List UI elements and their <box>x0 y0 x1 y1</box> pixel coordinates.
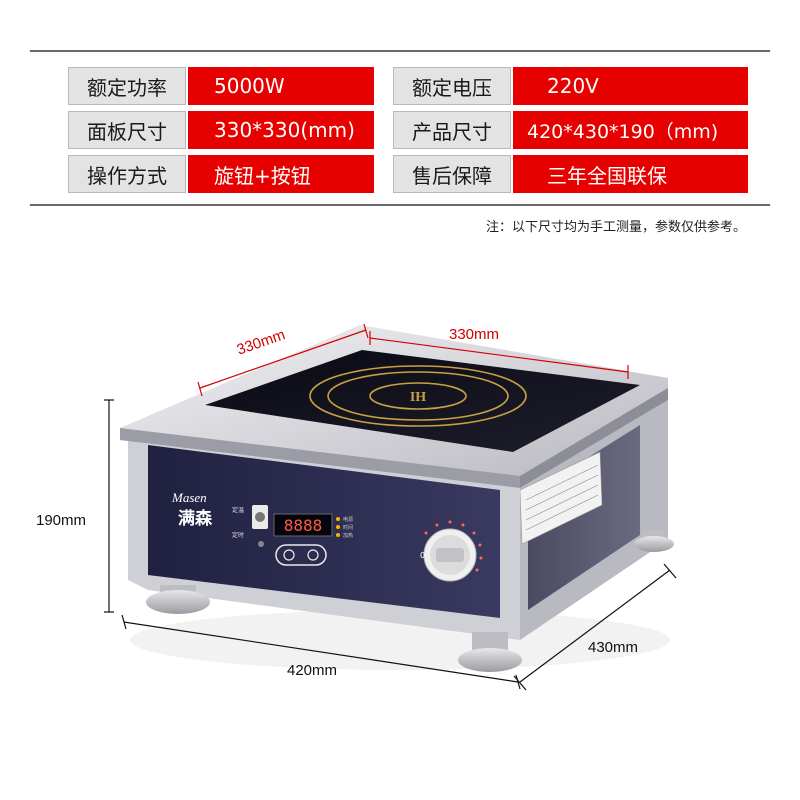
spec-value-power: 5000W <box>188 67 374 105</box>
top-edge-side <box>520 388 668 488</box>
increase-button[interactable] <box>307 549 319 561</box>
nameplate-label <box>519 451 603 545</box>
power-knob[interactable] <box>423 528 477 582</box>
dimension-lines-panel <box>197 323 629 397</box>
spec-label-product-size: 产品尺寸 <box>393 111 511 149</box>
dimension-panel-right: 330mm <box>449 326 500 343</box>
side-panel <box>528 425 640 610</box>
foot-front-left <box>146 585 210 614</box>
brand-script-logo: Masen <box>171 490 207 505</box>
led-digits: 8888 <box>284 516 323 535</box>
knob-scale-dots <box>424 520 483 572</box>
spec-value-warranty: 三年全国联保 <box>513 155 748 193</box>
spec-value-voltage: 220V <box>513 67 748 105</box>
ih-mark: IH <box>410 390 426 405</box>
adjust-button-pair[interactable] <box>275 544 327 566</box>
timer-set-label: 定时 <box>232 531 244 539</box>
indicator-dot <box>258 541 264 547</box>
bottom-divider <box>30 204 770 206</box>
decrease-button[interactable] <box>283 549 295 561</box>
temp-set-label: 定温 <box>232 506 244 514</box>
glass-cooktop <box>205 350 640 452</box>
spec-label-voltage: 额定电压 <box>393 67 511 105</box>
foot-back-right <box>634 530 674 552</box>
dimension-width: 420mm <box>287 662 338 679</box>
indicator-label-heat: 加热 <box>343 532 353 539</box>
top-edge-front <box>120 428 520 488</box>
spec-value-product-size: 420*430*190（mm) <box>513 111 748 149</box>
dimension-height: 190mm <box>36 512 87 529</box>
spec-value-operation: 旋钮+按钮 <box>188 155 374 193</box>
spec-label-panel-size: 面板尺寸 <box>68 111 186 149</box>
top-divider <box>30 50 770 52</box>
led-display <box>273 513 333 537</box>
indicator-label-power: 电源 <box>343 516 353 523</box>
heat-led <box>336 533 340 537</box>
time-led <box>336 525 340 529</box>
mode-button[interactable] <box>255 512 265 522</box>
measurement-note: 注：以下尺寸均为手工测量，参数仅供参考。 <box>485 220 746 235</box>
foot-front-right <box>458 632 522 672</box>
indicator-label-time: 时间 <box>343 524 353 531</box>
coil-rings <box>309 365 527 427</box>
spec-label-warranty: 售后保障 <box>393 155 511 193</box>
dimension-depth: 430mm <box>588 639 639 656</box>
power-led <box>336 517 340 521</box>
spec-value-panel-size: 330*330(mm) <box>188 111 374 149</box>
dimension-lines-body <box>104 399 677 691</box>
spec-label-power: 额定功率 <box>68 67 186 105</box>
knob-zero-mark: 0 <box>420 551 425 560</box>
brand-name: 满森 <box>178 508 213 529</box>
spec-label-operation: 操作方式 <box>68 155 186 193</box>
